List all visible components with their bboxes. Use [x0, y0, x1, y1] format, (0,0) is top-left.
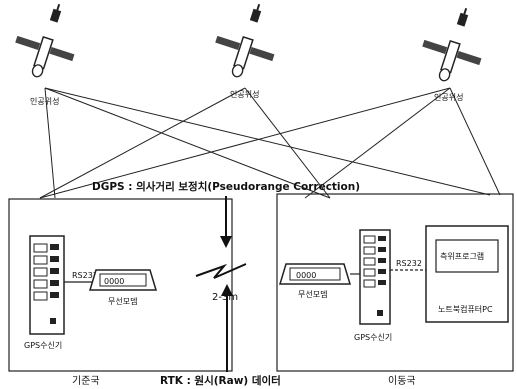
rover-receiver-label: GPS수신기: [354, 333, 392, 342]
satellite-2: [215, 3, 275, 78]
base-station-label: 기준국: [72, 375, 100, 387]
positioning-program-label: 측위프로그램: [440, 251, 484, 261]
base-modem-digits: 0000: [104, 277, 124, 286]
notebook-pc-label: 노트북컴퓨터PC: [438, 305, 493, 314]
base-modem: [88, 269, 158, 291]
satellite-3: [422, 7, 482, 82]
satellite-1-label: 인공위성: [30, 96, 59, 106]
rover-modem: [278, 263, 352, 285]
rover-station-label: 이동국: [388, 375, 416, 387]
base-modem-label: 무선모뎀: [108, 296, 137, 306]
signal-lines: [39, 87, 501, 199]
satellite-2-label: 인공위성: [230, 89, 259, 99]
up-arrow: [221, 284, 233, 372]
rover-rs232-label: RS232: [396, 259, 422, 268]
dgps-label: DGPS : 의사거리 보정치(Pseudorange Correction): [92, 180, 360, 193]
rover-station-box: [276, 193, 514, 372]
rtk-label: RTK : 원시(Raw) 데이터: [160, 374, 281, 387]
base-rs232-label: RS232: [72, 271, 98, 280]
down-arrow: [220, 196, 232, 248]
satellite-3-label: 인공위성: [434, 92, 463, 102]
radio-link-icon: [195, 263, 247, 279]
base-station-box: [8, 198, 233, 372]
satellite-1: [15, 3, 75, 78]
rover-gps-receiver: [359, 229, 391, 325]
rover-modem-digits: 0000: [296, 271, 316, 280]
base-gps-receiver: [29, 235, 65, 335]
rover-modem-label: 무선모뎀: [298, 289, 327, 299]
notebook-pc: [425, 225, 509, 323]
distance-label: 2-3m: [212, 292, 238, 303]
base-receiver-label: GPS수신기: [24, 341, 62, 350]
